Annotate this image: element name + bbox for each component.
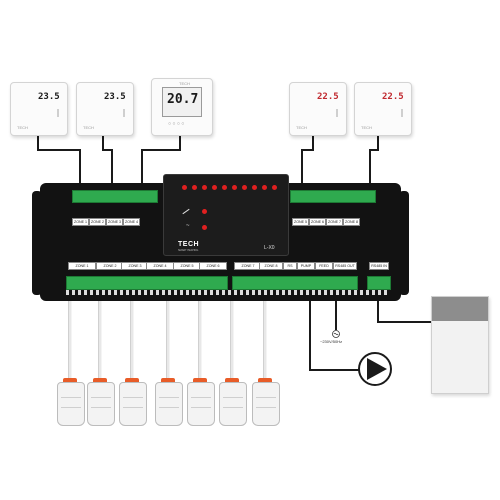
thermostat-button	[401, 109, 403, 117]
bottom-terminal-label: FEED	[315, 262, 333, 270]
bottom-terminal-block	[232, 276, 358, 290]
thermostat-brand: TECH	[296, 125, 307, 130]
actuator-body	[57, 382, 85, 426]
ac-symbol-icon: ~	[186, 223, 190, 229]
top-terminal-label: ZONE 4	[123, 218, 140, 226]
thermostat-5: 22.5 TECH	[354, 82, 412, 136]
actuator-2	[87, 378, 115, 426]
mounting-ear-right	[399, 191, 409, 295]
thermostat-brand: TECH	[361, 125, 372, 130]
thermostat-reading: 23.5	[104, 92, 126, 102]
top-terminal-label: ZONE 6	[309, 218, 326, 226]
actuator-6	[219, 378, 247, 426]
bottom-terminal-label: ZONE 6	[199, 262, 227, 270]
cable-thermostat-5	[369, 134, 379, 185]
bottom-terminal-label: ZONE 3	[121, 262, 149, 270]
actuator-4	[155, 378, 183, 426]
top-terminal-label: ZONE 3	[106, 218, 123, 226]
led-indicator	[212, 185, 217, 190]
brand-logo: TECH	[178, 241, 200, 248]
status-led	[202, 209, 207, 214]
top-terminal-block	[72, 190, 158, 203]
thermostat-reading: 20.7	[167, 92, 199, 107]
actuator-7	[252, 378, 280, 426]
thermostat-button	[123, 109, 125, 117]
control-module-lid	[432, 297, 488, 321]
top-terminal-label: ZONE 7	[326, 218, 343, 226]
bottom-terminal-label: ZONE 2	[96, 262, 124, 270]
cable-thermostat-4	[301, 134, 314, 185]
thermostat-buttons: ○ ○ ○ ○	[168, 121, 185, 127]
power-led	[202, 225, 207, 230]
thermostat-reading: 22.5	[317, 92, 339, 102]
bottom-terminal-label: ZONE 7	[234, 262, 262, 270]
control-module	[431, 296, 489, 394]
led-indicator	[182, 185, 187, 190]
thermostat-lcd	[162, 87, 202, 117]
actuator-body	[87, 382, 115, 426]
mounting-ear-left	[32, 191, 42, 295]
top-terminal-label: ZONE 5	[292, 218, 309, 226]
led-indicator	[232, 185, 237, 190]
thermostat-4: 22.5 TECH	[289, 82, 347, 136]
led-indicator	[242, 185, 247, 190]
actuator-1	[57, 378, 85, 426]
top-terminal-label: ZONE 2	[89, 218, 106, 226]
thermostat-brand: TECH	[179, 81, 190, 86]
brand-tagline: SMART HEATING	[178, 249, 199, 252]
bottom-terminal-label: RS	[283, 262, 297, 270]
bottom-terminal-label: RS485 IN	[369, 262, 389, 270]
thermostat-brand: TECH	[17, 125, 28, 130]
led-row	[182, 185, 282, 193]
cable-thermostat-3	[141, 134, 181, 185]
actuator-body	[187, 382, 215, 426]
top-terminal-block	[290, 190, 376, 203]
thermostat-button	[336, 109, 338, 117]
thermostat-reading: 23.5	[38, 92, 60, 102]
actuator-body	[252, 382, 280, 426]
actuator-body	[155, 382, 183, 426]
bottom-terminal-label: ZONE 4	[146, 262, 174, 270]
top-terminal-label: ZONE 8	[343, 218, 360, 226]
bottom-terminal-block	[66, 276, 228, 290]
control-panel: ~ TECH SMART HEATING L-X0	[163, 174, 289, 256]
bottom-terminal-label: PUMP	[297, 262, 315, 270]
thermostat-2: 23.5 TECH	[76, 82, 134, 136]
cable-thermostat-2	[102, 134, 113, 185]
thermostat-1: 23.5 TECH	[10, 82, 68, 136]
led-indicator	[252, 185, 257, 190]
top-terminal-label: ZONE 1	[72, 218, 89, 226]
power-label: ~230V/50Hz	[320, 339, 343, 344]
bottom-terminal-label: ZONE 8	[259, 262, 283, 270]
actuator-3	[119, 378, 147, 426]
thermostat-3: 20.7 TECH ○ ○ ○ ○	[151, 78, 213, 136]
led-indicator	[192, 185, 197, 190]
cable-control-box	[377, 300, 432, 323]
terminal-screw-strip	[66, 290, 389, 295]
switch-icon	[182, 208, 190, 215]
led-indicator	[262, 185, 267, 190]
thermostat-reading: 22.5	[382, 92, 404, 102]
bottom-terminal-label: ZONE 5	[173, 262, 201, 270]
led-indicator	[222, 185, 227, 190]
actuator-body	[219, 382, 247, 426]
thermostat-brand: TECH	[83, 125, 94, 130]
thermostat-button	[57, 109, 59, 117]
actuator-5	[187, 378, 215, 426]
bottom-terminal-label: RS485 OUT	[333, 262, 357, 270]
model-label: L-X0	[264, 245, 275, 251]
bottom-terminal-block	[367, 276, 391, 290]
cable-thermostat-1	[37, 134, 81, 185]
led-indicator	[202, 185, 207, 190]
led-indicator	[272, 185, 277, 190]
actuator-body	[119, 382, 147, 426]
bottom-terminal-label: ZONE 1	[68, 262, 96, 270]
